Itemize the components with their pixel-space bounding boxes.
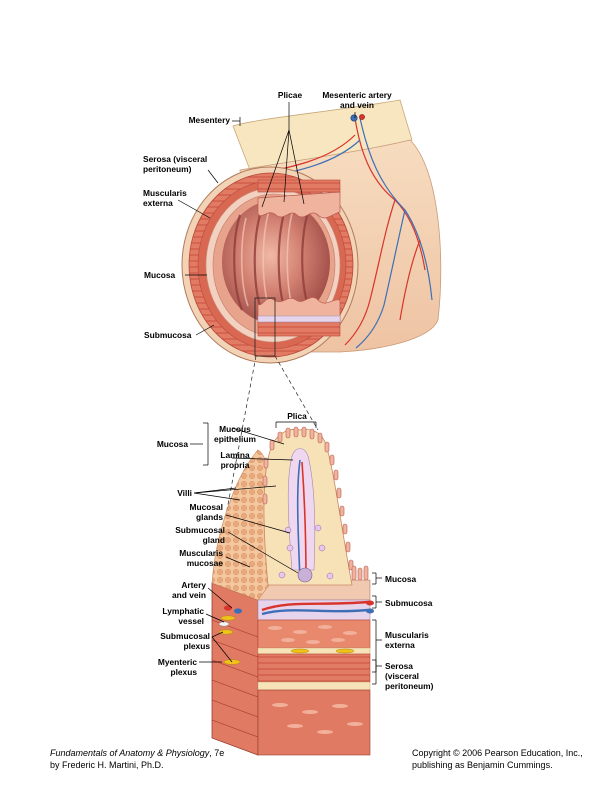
label-mucosal-glands-line1: Mucosal — [189, 502, 223, 512]
label-serosa-top: Serosa (visceral peritoneum) — [143, 154, 207, 174]
label-lamina-propria: Lamina propria — [205, 450, 265, 470]
label-submucosal-plexus-line2: plexus — [183, 641, 210, 651]
label-muscularis-top: Muscularis externa — [143, 188, 187, 208]
label-submucosal-plexus: Submucosal plexus — [130, 631, 210, 651]
label-plica: Plica — [287, 411, 307, 421]
label-submucosal-gland-line1: Submucosal — [175, 525, 225, 535]
intestine-segment — [181, 99, 442, 364]
label-mesenteric-artery-vein: Mesenteric artery and vein — [312, 90, 402, 110]
label-serosa-right-line3: peritoneum) — [385, 681, 434, 691]
footer-edition: , 7e — [209, 748, 225, 758]
label-submucosal-plexus-line1: Submucosal — [160, 631, 210, 641]
label-mesenteric-line2: and vein — [340, 100, 374, 110]
footer-book-line: Fundamentals of Anatomy & Physiology, 7e — [50, 748, 224, 760]
label-lamina-line1: Lamina — [220, 450, 250, 460]
leader-lines — [177, 102, 382, 685]
nerve-plexus — [218, 615, 355, 665]
detail-box — [254, 297, 276, 357]
base-villi-right — [351, 565, 369, 581]
label-myenteric-line1: Myenteric — [157, 657, 197, 667]
label-myenteric-line2: plexus — [170, 667, 197, 677]
label-muscularis-top-line2: externa — [143, 198, 173, 208]
mucosal-glands — [278, 524, 334, 580]
front-serosa — [257, 681, 371, 691]
mesenteric-artery-dot — [359, 114, 365, 120]
label-mucosal-glands: Mucosal glands — [150, 502, 223, 522]
block-left-face — [211, 582, 259, 756]
footer-copyright: Copyright © 2006 Pearson Education, Inc.… — [412, 748, 583, 758]
label-muscularis-right-line1: Muscularis — [385, 630, 429, 640]
plica-villi-fringe — [262, 426, 354, 571]
label-serosa-right-line1: Serosa — [385, 661, 413, 671]
left-face-vessels — [218, 605, 242, 627]
cutaway-submucosa-band — [257, 315, 341, 323]
label-submucosa-top: Submucosa — [144, 330, 192, 340]
label-artery-vein: Artery and vein — [140, 580, 206, 600]
label-plicae: Plicae — [277, 90, 303, 100]
label-myenteric-plexus: Myenteric plexus — [130, 657, 197, 677]
label-mucosal-glands-line2: glands — [196, 512, 223, 522]
footer-publisher: publishing as Benjamin Cummings. — [412, 759, 553, 770]
label-lymphatic-line2: vessel — [178, 616, 204, 626]
left-face-stripes — [211, 619, 259, 738]
lamina-propria-core — [287, 448, 316, 571]
footer-author: by Frederic H. Martini, Ph.D. — [50, 759, 164, 770]
label-muscularis-top-line1: Muscularis — [143, 188, 187, 198]
label-submucosa-right: Submucosa — [385, 598, 433, 608]
front-longitudinal-muscle — [257, 653, 371, 683]
label-serosa-top-line1: Serosa (visceral — [143, 154, 208, 164]
label-mesenteric-line1: Mesenteric artery — [322, 90, 392, 100]
label-lymphatic-line1: Lymphatic — [162, 606, 204, 616]
mesenteric-vein-dot — [350, 114, 358, 122]
cutaway-muscle-band — [257, 321, 341, 337]
label-mucosa-left: Mucosa — [156, 439, 188, 449]
front-muscle-cells — [268, 625, 363, 734]
wall-detail-block — [211, 426, 374, 756]
submucosal-gland — [297, 567, 313, 583]
plica-vessels — [296, 459, 307, 581]
label-mucosa-right: Mucosa — [385, 574, 417, 584]
label-lamina-line2: propria — [220, 460, 250, 470]
label-mucous-epithelium: Mucous epithelium — [205, 424, 265, 444]
label-muscularis-mucosae: Muscularis mucosae — [140, 548, 223, 568]
submucosa-vessels — [261, 600, 374, 616]
label-muscularis-right-line2: externa — [385, 640, 415, 650]
label-serosa-top-line2: peritoneum) — [143, 164, 192, 174]
footer-right: Copyright © 2006 Pearson Education, Inc.… — [412, 748, 583, 771]
label-muscularis-mucosae-line1: Muscularis — [179, 548, 223, 558]
label-serosa-right-line2: (visceral — [385, 671, 419, 681]
footer-book-title: Fundamentals of Anatomy & Physiology — [50, 748, 210, 758]
label-mucous-epith-line1: Mucous — [219, 424, 251, 434]
top-plicae-cutaway — [257, 191, 341, 219]
label-serosa-right: Serosa (visceral peritoneum) — [385, 661, 433, 691]
label-villi: Villi — [177, 488, 192, 498]
label-mucosa-top: Mucosa — [144, 270, 176, 280]
label-artery-vein-line2: and vein — [172, 590, 206, 600]
label-muscularis-right: Muscularis externa — [385, 630, 429, 650]
label-submucosal-gland: Submucosal gland — [140, 525, 225, 545]
label-lymphatic-vessel: Lymphatic vessel — [130, 606, 204, 626]
footer-left: Fundamentals of Anatomy & Physiology, 7e… — [50, 748, 224, 771]
label-muscularis-mucosae-line2: mucosae — [186, 558, 223, 568]
cutaway-muscle-band-top — [257, 179, 341, 193]
label-mucous-epith-line2: epithelium — [214, 434, 256, 444]
label-mesentery: Mesentery — [188, 115, 230, 125]
label-artery-vein-line1: Artery — [181, 580, 206, 590]
label-submucosal-gland-line2: gland — [202, 535, 225, 545]
